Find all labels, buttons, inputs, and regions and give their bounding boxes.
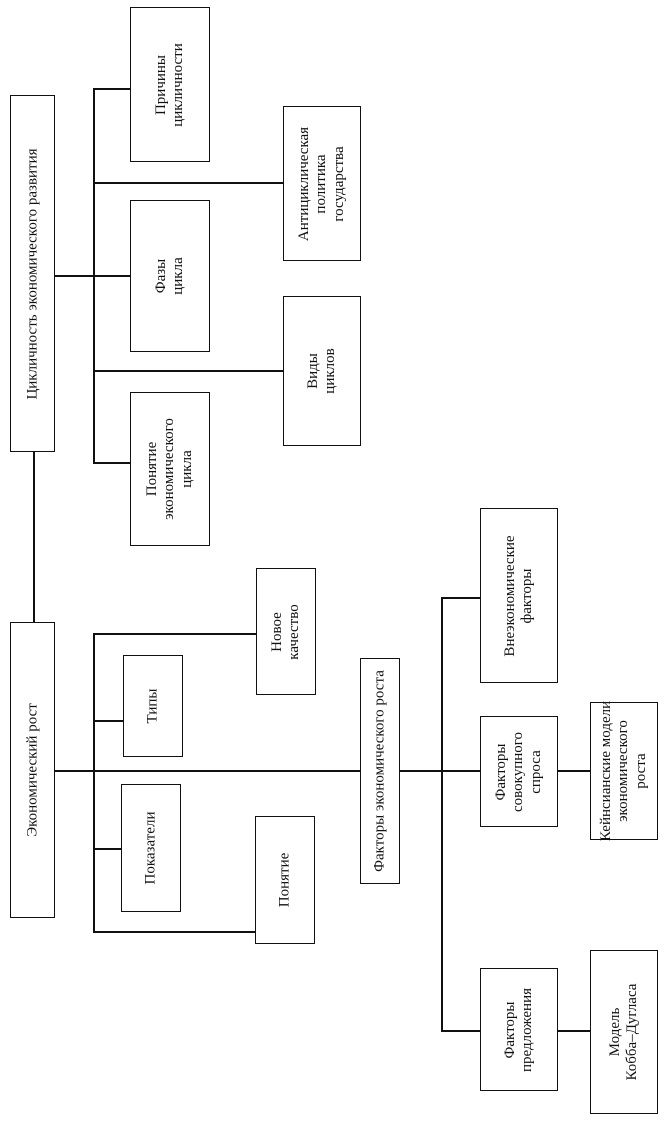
factors-demand-line-2: совокупного — [510, 731, 527, 812]
connector-factors-title — [400, 770, 480, 772]
connector-factors-supply — [441, 1030, 480, 1032]
growth-indicators-text: Показатели — [142, 811, 159, 885]
connector-growth-spine — [93, 633, 95, 931]
connector-growth-types — [93, 720, 123, 722]
factors-cobb-douglas-box: Модель Кобба–Дугласа — [590, 950, 658, 1114]
connector-cycle-concept — [93, 462, 130, 464]
connector-factors-noneconomic — [441, 597, 480, 599]
cycle-policy-line-2: политика — [313, 153, 330, 214]
connector-cycle-types — [93, 370, 283, 372]
growth-types-text: Типы — [144, 688, 161, 724]
factors-demand-line-1: Факторы — [493, 742, 510, 801]
cycle-concept-box: Понятие экономического цикла — [130, 392, 210, 546]
growth-title-box: Экономический рост — [10, 622, 55, 918]
factors-cobb-douglas-line-1: Модель — [606, 1007, 623, 1057]
cycle-title-box: Цикличность экономического развития — [10, 95, 55, 452]
factors-demand-line-3: спроса — [527, 749, 544, 794]
cycle-types-line-2: циклов — [322, 348, 338, 394]
growth-indicators-box: Показатели — [121, 784, 181, 912]
cycle-phases-line-2: цикла — [170, 257, 186, 295]
factors-supply-line-2: предложения — [519, 987, 535, 1072]
cycle-types-box: Виды циклов — [283, 296, 361, 446]
factors-keynesian-line-2: экономического — [615, 720, 632, 822]
cycle-concept-line-2: экономического — [161, 418, 178, 520]
connector-growth-indicators — [93, 848, 121, 850]
growth-title-text: Экономический рост — [23, 703, 40, 837]
cycle-policy-line-1: Антициклическая — [296, 126, 313, 241]
cycle-phases-line-1: Фазы — [152, 258, 169, 294]
connector-growth-concept — [93, 931, 255, 933]
cycle-title-text: Цикличность экономического развития — [23, 147, 40, 400]
growth-newquality-line-1: Новое — [268, 611, 285, 652]
cycle-causes-box: Причины цикличности — [130, 7, 210, 162]
connector-main-trunk — [33, 452, 35, 622]
factors-cobb-douglas-line-2: Кобба–Дугласа — [624, 983, 640, 1081]
cycle-types-line-1: Виды — [304, 353, 321, 389]
growth-newquality-line-2: качество — [286, 603, 302, 660]
growth-newquality-box: Новое качество — [256, 568, 316, 695]
cycle-policy-box: Антициклическая политика государства — [283, 106, 361, 261]
cycle-phases-box: Фазы цикла — [130, 200, 210, 352]
factors-keynesian-box: Кейнсианские модели экономического роста — [590, 700, 658, 842]
factors-title-text: Факторы экономического роста — [371, 670, 388, 872]
growth-concept-box: Понятие — [255, 816, 315, 944]
connector-cycle-causes — [93, 88, 130, 90]
cycle-causes-line-2: цикличности — [170, 42, 186, 127]
connector-demand-keynes — [558, 770, 590, 772]
connector-growth-title — [55, 770, 360, 772]
cycle-concept-line-3: цикла — [178, 450, 195, 488]
growth-types-box: Типы — [123, 655, 183, 757]
factors-noneconomic-line-2: факторы — [519, 568, 535, 623]
connector-cycle-phases — [93, 275, 130, 277]
growth-concept-text: Понятие — [276, 852, 293, 908]
connector-growth-newquality — [93, 633, 256, 635]
cycle-policy-line-3: государства — [330, 145, 347, 222]
factors-noneconomic-box: Внеэкономические факторы — [480, 508, 558, 683]
factors-demand-box: Факторы совокупного спроса — [480, 716, 558, 827]
connector-cycle-policy — [93, 182, 283, 184]
factors-keynesian-line-1: Кейнсианские модели — [598, 700, 615, 842]
connector-factors-spine — [441, 597, 443, 1030]
factors-keynesian-line-3: роста — [632, 753, 649, 789]
factors-supply-line-1: Факторы — [501, 1000, 518, 1059]
factors-noneconomic-line-1: Внеэкономические — [501, 534, 518, 657]
factors-title-box: Факторы экономического роста — [360, 658, 400, 884]
factors-supply-box: Факторы предложения — [480, 968, 558, 1091]
connector-cycle-title — [55, 275, 93, 277]
cycle-concept-line-1: Понятие — [144, 441, 161, 497]
cycle-causes-line-1: Причины — [152, 54, 169, 115]
connector-supply-cobb — [558, 1030, 590, 1032]
